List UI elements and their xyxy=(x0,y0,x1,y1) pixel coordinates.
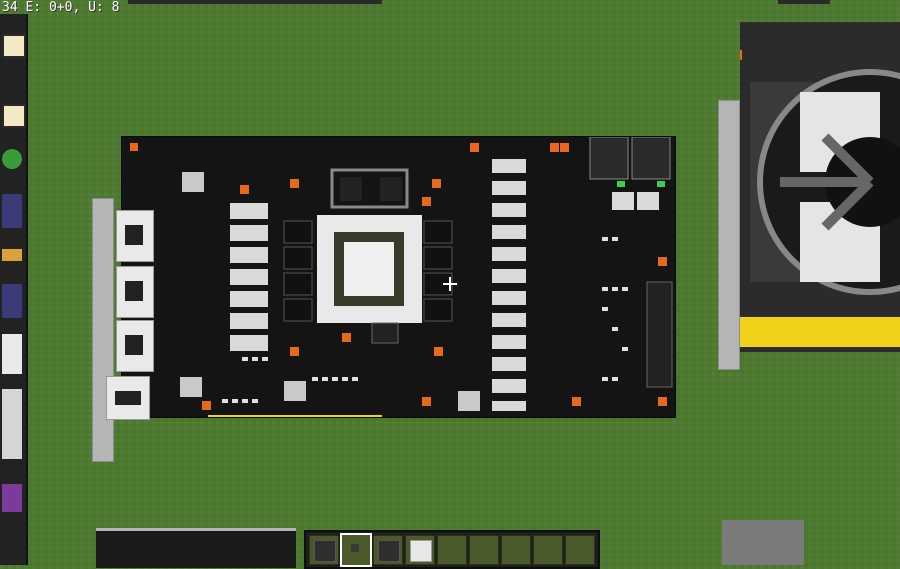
vrm-left xyxy=(230,203,268,351)
orange-markers xyxy=(130,143,667,410)
power-led xyxy=(657,181,665,187)
capacitor-block xyxy=(180,377,202,397)
gpu-cooler-build xyxy=(720,22,900,352)
top-build-edge-right xyxy=(778,0,830,4)
top-build-edge-left xyxy=(128,0,382,4)
choke xyxy=(230,225,268,241)
choke xyxy=(492,357,526,371)
choke xyxy=(230,335,268,351)
left-build-strip xyxy=(0,14,28,565)
left-strip-block xyxy=(2,284,22,318)
power-connector xyxy=(631,137,671,180)
power-led xyxy=(617,181,625,187)
memory-chips-left xyxy=(283,220,313,322)
dark-concrete-block-icon xyxy=(378,540,400,562)
gpu-die-core xyxy=(344,242,394,296)
choke xyxy=(492,313,526,327)
choke xyxy=(492,291,526,305)
choke xyxy=(230,291,268,307)
left-strip-block xyxy=(2,104,26,128)
choke xyxy=(492,379,526,393)
mosfet-block xyxy=(637,192,659,210)
choke xyxy=(492,269,526,283)
choke xyxy=(492,203,526,217)
top-chip xyxy=(380,177,402,201)
left-strip-block xyxy=(2,484,22,512)
choke xyxy=(492,181,526,195)
choke xyxy=(492,401,526,411)
choke xyxy=(492,335,526,349)
choke xyxy=(492,247,526,261)
bottom-build-piece xyxy=(96,528,296,568)
port-opening xyxy=(125,281,143,301)
top-chip xyxy=(340,177,362,201)
small-chip xyxy=(371,322,399,344)
hotbar-slot-7[interactable] xyxy=(501,535,531,565)
port-opening xyxy=(125,335,143,355)
hotbar-slot-9[interactable] xyxy=(565,535,595,565)
capacitor-block xyxy=(182,172,204,192)
hotbar-slot-8[interactable] xyxy=(533,535,563,565)
left-strip-block xyxy=(2,334,22,374)
gpu-cooler-shroud xyxy=(720,22,900,352)
choke xyxy=(230,247,268,263)
hotbar[interactable] xyxy=(304,530,600,569)
memory-chip xyxy=(283,298,313,322)
port-opening xyxy=(115,391,141,405)
controller-chip xyxy=(646,281,673,388)
left-strip-block xyxy=(2,389,22,459)
io-bracket-right xyxy=(718,100,740,370)
hotbar-slot-4[interactable] xyxy=(405,535,435,565)
graphics-card-pcb xyxy=(122,137,675,417)
button-item-icon xyxy=(351,544,359,552)
port-opening xyxy=(125,225,143,245)
left-strip-block xyxy=(2,249,22,261)
capacitor-block xyxy=(458,391,480,411)
mosfet-block xyxy=(612,192,634,210)
io-bracket xyxy=(92,198,114,462)
pcie-gold-contacts xyxy=(208,415,382,417)
stone-block xyxy=(722,520,804,565)
hotbar-slot-5[interactable] xyxy=(437,535,467,565)
memory-chips-right xyxy=(423,220,453,322)
left-strip-block xyxy=(2,194,22,228)
hotbar-slot-1[interactable] xyxy=(309,535,339,565)
choke xyxy=(492,225,526,239)
memory-chip xyxy=(283,246,313,270)
white-concrete-block-icon xyxy=(410,540,432,562)
displayport-connector xyxy=(116,266,154,318)
memory-chip xyxy=(423,246,453,270)
hotbar-slot-3[interactable] xyxy=(373,535,403,565)
top-chip-frame xyxy=(330,168,409,209)
memory-chip xyxy=(283,272,313,296)
displayport-connector xyxy=(116,320,154,372)
left-strip-block xyxy=(2,34,26,58)
memory-chip xyxy=(283,220,313,244)
choke xyxy=(230,269,268,285)
memory-chip xyxy=(423,220,453,244)
dark-concrete-block-icon xyxy=(314,540,336,562)
hotbar-slot-2-selected[interactable] xyxy=(340,533,372,567)
left-strip-block xyxy=(2,149,22,169)
hdmi-connector xyxy=(106,376,150,420)
displayport-connector xyxy=(116,210,154,262)
crosshair-icon xyxy=(443,277,457,291)
vrm-right xyxy=(492,159,526,411)
capacitor-block xyxy=(284,381,306,401)
choke xyxy=(230,313,268,329)
power-connector xyxy=(589,137,629,180)
choke xyxy=(492,159,526,173)
debug-overlay-text: 34 E: 0+0, U: 8 xyxy=(2,0,120,15)
smd-components xyxy=(222,237,628,403)
choke xyxy=(230,203,268,219)
memory-chip xyxy=(423,298,453,322)
hotbar-slot-6[interactable] xyxy=(469,535,499,565)
